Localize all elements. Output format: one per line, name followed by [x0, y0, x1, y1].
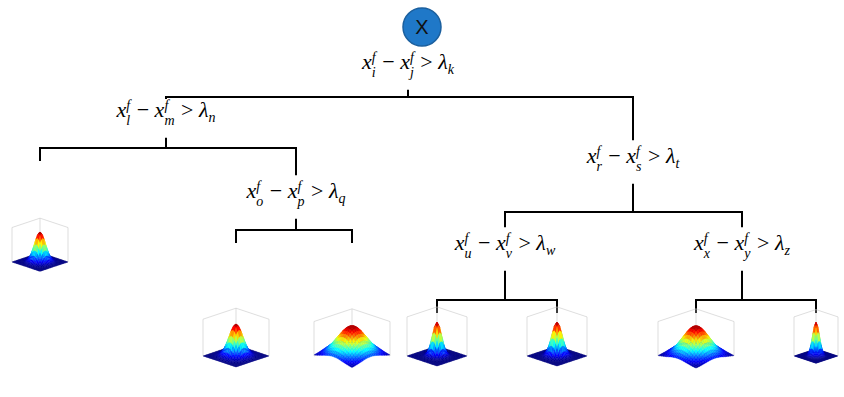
branch-drop — [39, 148, 41, 161]
branch-drop — [504, 212, 506, 227]
surface-patch — [235, 366, 238, 367]
plot-axis — [236, 308, 237, 345]
plot-axis — [12, 228, 13, 263]
gaussian-plot — [203, 308, 269, 367]
gaussian-plot — [12, 218, 68, 271]
plot-axis — [390, 322, 391, 357]
plot-axis — [467, 317, 468, 356]
plot-axis — [269, 319, 270, 356]
gaussian-plot — [314, 309, 390, 368]
surface-patch — [350, 366, 353, 368]
stem-line — [741, 271, 743, 300]
plot-axis — [203, 308, 269, 319]
plot-axis — [203, 319, 204, 356]
plot-axis — [12, 218, 68, 227]
gaussian-plot — [407, 307, 467, 366]
branch-bar — [504, 211, 743, 213]
stem-line — [632, 184, 634, 212]
branch-drop — [632, 97, 634, 140]
plot-axis — [314, 322, 315, 357]
stem-line — [295, 219, 297, 230]
branch-drop — [295, 148, 297, 175]
branch-bar — [695, 299, 817, 301]
branch-bar — [165, 96, 634, 98]
surface-patch — [39, 270, 42, 272]
branch-bar — [436, 299, 558, 301]
plot-axis — [314, 309, 390, 322]
plot-axis — [527, 307, 587, 317]
plot-axis — [68, 228, 69, 263]
branch-drop — [741, 212, 743, 227]
surface-patch — [436, 365, 439, 367]
plot-axis — [407, 317, 408, 356]
branch-bar — [235, 229, 353, 231]
gaussian-plot — [527, 307, 587, 366]
branch-bar — [39, 147, 297, 149]
plot-axis — [527, 317, 528, 356]
stem-line — [407, 90, 409, 97]
plot-axis — [407, 307, 467, 317]
stem-line — [165, 138, 167, 148]
plot-axis — [587, 317, 588, 356]
branch-drop — [235, 230, 237, 243]
stem-line — [504, 271, 506, 300]
branch-drop — [351, 230, 353, 243]
